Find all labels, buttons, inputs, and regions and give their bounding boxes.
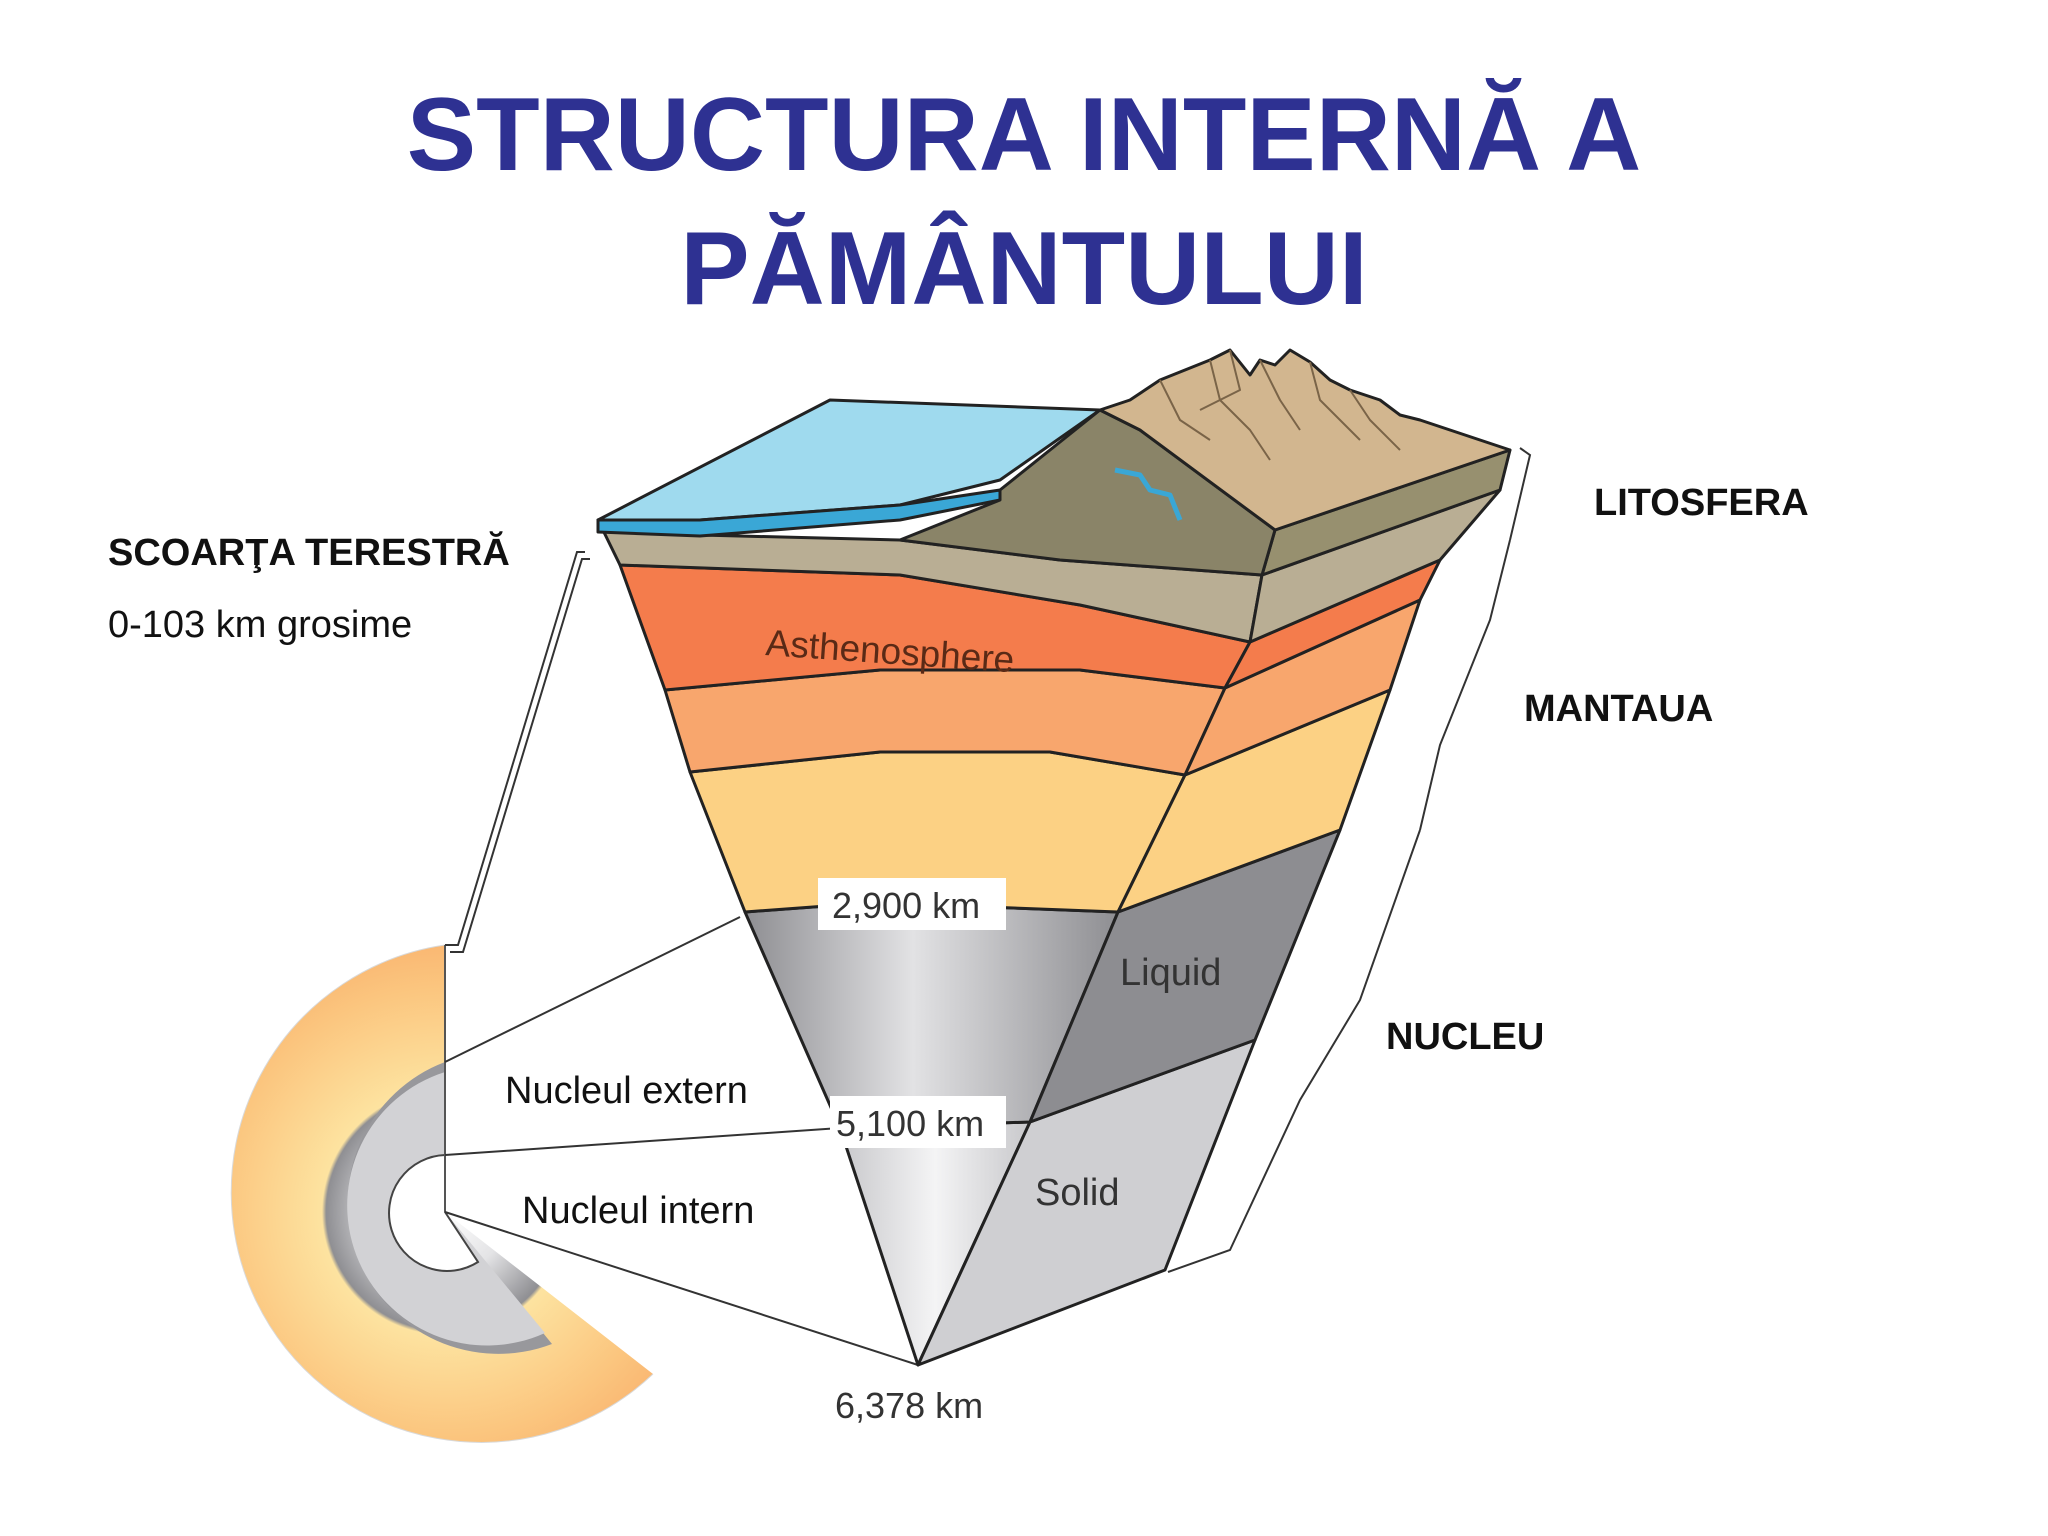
label-outer-core: Nucleul extern bbox=[505, 1070, 748, 1112]
depth-2900-badge: 2,900 km bbox=[818, 878, 1006, 930]
label-solid: Solid bbox=[1035, 1172, 1120, 1214]
depth-5100-badge: 5,100 km bbox=[830, 1096, 1006, 1148]
bracket-mantle bbox=[1419, 539, 1511, 831]
layer-brackets bbox=[1167, 447, 1532, 1273]
label-core: NUCLEU bbox=[1386, 1016, 1545, 1058]
sphere-outer-core-light bbox=[347, 1072, 545, 1346]
label-lithosphere: LITOSFERA bbox=[1594, 482, 1809, 524]
mountain-ridges bbox=[1159, 349, 1401, 461]
page-title: STRUCTURA INTERNĂ A PĂMÂNTULUI bbox=[0, 68, 2048, 336]
bracket-lithosphere bbox=[1509, 447, 1532, 541]
title-line-2: PĂMÂNTULUI bbox=[680, 211, 1368, 327]
label-depth-5100: 5,100 km bbox=[836, 1103, 984, 1144]
label-crust: SCOARŢA TERESTRĂ bbox=[108, 532, 510, 574]
label-inner-core: Nucleul intern bbox=[522, 1190, 755, 1232]
label-depth-6378: 6,378 km bbox=[835, 1385, 983, 1426]
bracket-core bbox=[1167, 829, 1421, 1273]
river bbox=[1114, 467, 1183, 521]
label-crust-thickness: 0-103 km grosime bbox=[108, 604, 413, 646]
sphere-outline bbox=[230, 944, 654, 1443]
label-depth-2900: 2,900 km bbox=[832, 885, 980, 926]
wedge-top-surface bbox=[596, 348, 1512, 577]
title-line-1: STRUCTURA INTERNĂ A bbox=[406, 77, 1642, 193]
connector-lines bbox=[444, 551, 919, 1366]
label-liquid: Liquid bbox=[1120, 952, 1221, 994]
wedge-side-face bbox=[916, 448, 1512, 1367]
label-mantle: MANTAUA bbox=[1524, 688, 1714, 730]
sphere-inner-core bbox=[388, 1153, 480, 1272]
earth-cutaway-sphere bbox=[230, 944, 654, 1443]
